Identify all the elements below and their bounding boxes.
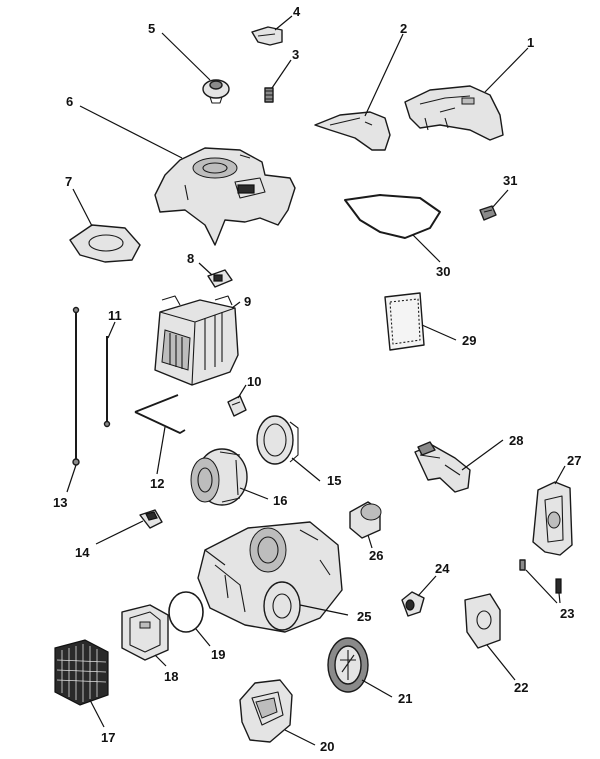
leader-13	[66, 464, 77, 493]
leader-1	[484, 47, 529, 93]
leader-6	[79, 105, 183, 159]
leader-21	[361, 679, 393, 698]
part-30-lid-gasket	[344, 194, 441, 239]
label-15: 15	[327, 473, 341, 488]
part-15-motor-ring	[256, 415, 299, 465]
part-2-lid	[314, 111, 391, 151]
part-9-cord-reel-frame	[154, 295, 239, 386]
label-18: 18	[164, 669, 178, 684]
label-22: 22	[514, 680, 528, 695]
label-20: 20	[320, 739, 334, 754]
part-3-spring	[264, 87, 274, 103]
leader-4	[274, 15, 293, 31]
part-19-o-ring	[168, 591, 204, 633]
part-26-cylinder	[349, 501, 382, 539]
leader-26	[367, 534, 373, 549]
label-29: 29	[462, 333, 476, 348]
label-3: 3	[292, 47, 299, 62]
label-10: 10	[247, 374, 261, 389]
leader-16	[239, 487, 269, 500]
label-31: 31	[503, 173, 517, 188]
leader-14	[95, 520, 144, 545]
leader-19	[195, 628, 211, 647]
label-7: 7	[65, 174, 72, 189]
label-13: 13	[53, 495, 67, 510]
part-14-button	[139, 509, 163, 529]
part-8-switch	[207, 269, 233, 288]
part-13-long-rod	[72, 306, 80, 466]
leader-2	[364, 33, 404, 117]
leader-25	[299, 604, 349, 616]
part-24-connector	[401, 591, 425, 617]
label-25: 25	[357, 609, 371, 624]
leader-31	[491, 189, 509, 209]
label-26: 26	[369, 548, 383, 563]
leader-28	[461, 439, 504, 471]
part-4-button-cap	[251, 26, 283, 46]
part-27-bag-holder	[532, 481, 573, 556]
label-30: 30	[436, 264, 450, 279]
part-25-lower-chassis	[197, 521, 343, 633]
leader-30	[412, 234, 441, 263]
leader-29	[421, 324, 457, 341]
leader-15	[291, 457, 321, 482]
part-12-bent-wire	[134, 394, 186, 434]
leader-23b	[558, 592, 561, 604]
part-6-upper-housing	[154, 147, 296, 246]
part-20-rear-bumper	[239, 679, 293, 743]
part-17-filter-grid	[54, 639, 109, 706]
part-21-wheel	[327, 637, 369, 693]
leader-27	[554, 465, 566, 485]
part-28-hose-inlet	[414, 441, 471, 493]
label-16: 16	[273, 493, 287, 508]
leader-8	[198, 262, 213, 276]
part-18-filter-frame	[121, 604, 169, 661]
part-1-top-cover	[404, 85, 504, 141]
label-11: 11	[108, 308, 122, 323]
label-19: 19	[211, 647, 225, 662]
part-16-motor	[190, 448, 248, 506]
label-6: 6	[66, 94, 73, 109]
label-1: 1	[527, 35, 534, 50]
part-11-rod	[103, 336, 111, 428]
leader-18	[154, 654, 167, 667]
leader-11	[107, 321, 116, 339]
part-29-filter-pad	[384, 292, 425, 351]
label-27: 27	[567, 453, 581, 468]
label-23: 23	[560, 606, 574, 621]
label-9: 9	[244, 294, 251, 309]
label-5: 5	[148, 21, 155, 36]
label-17: 17	[101, 730, 115, 745]
label-8: 8	[187, 251, 194, 266]
part-7-filter-gasket	[69, 224, 141, 263]
leader-9	[231, 301, 241, 309]
leader-24	[417, 575, 437, 597]
label-28: 28	[509, 433, 523, 448]
label-24: 24	[435, 561, 450, 576]
label-21: 21	[398, 691, 412, 706]
label-14: 14	[75, 545, 90, 560]
leader-22	[486, 644, 516, 681]
leader-23	[525, 569, 558, 604]
part-10-clip	[227, 395, 247, 417]
part-31-latch	[479, 205, 497, 221]
part-5-cord-button	[202, 79, 230, 104]
leader-7	[72, 188, 93, 227]
part-23-pins	[519, 559, 562, 594]
leader-17	[89, 699, 105, 728]
part-22-plate	[464, 593, 501, 649]
leader-20	[284, 729, 316, 746]
leader-5	[161, 32, 211, 81]
label-12: 12	[150, 476, 164, 491]
label-4: 4	[293, 4, 301, 19]
leader-10	[237, 384, 247, 399]
leader-12	[156, 426, 166, 475]
leader-3	[271, 59, 292, 89]
label-2: 2	[400, 21, 407, 36]
